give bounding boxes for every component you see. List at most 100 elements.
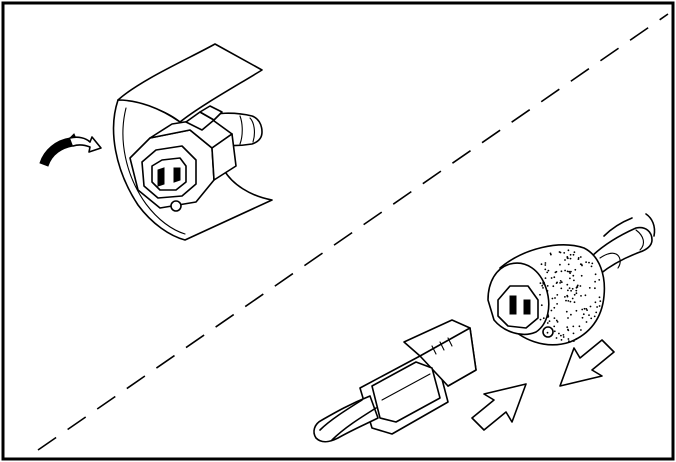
tape-dot	[541, 285, 543, 287]
tape-dot	[596, 306, 598, 308]
tape-dot	[585, 294, 587, 296]
tape-dot	[574, 294, 576, 296]
tape-dot	[560, 335, 562, 337]
tape-dot	[554, 317, 556, 319]
tape-dot	[546, 272, 548, 274]
tape-dot	[588, 262, 590, 264]
tape-dot	[549, 320, 551, 322]
tape-dot	[566, 295, 568, 297]
tape-dot	[590, 306, 592, 308]
tape-dot	[588, 314, 590, 316]
tape-dot	[595, 273, 597, 275]
tape-dot	[567, 290, 569, 292]
tape-dot	[547, 314, 549, 316]
tape-dot	[574, 269, 576, 271]
tape-dot	[576, 338, 578, 340]
tape-dot	[572, 326, 574, 328]
tape-dot	[541, 263, 543, 265]
tape-dot	[580, 256, 582, 258]
tape-dot	[567, 257, 569, 259]
tape-dot	[553, 307, 555, 309]
tape-dot	[585, 261, 587, 263]
tape-dot	[568, 340, 570, 342]
tape-dot	[594, 287, 596, 289]
tape-dot	[540, 282, 542, 284]
tape-dot	[581, 309, 583, 311]
rotation-arrow-icon	[40, 134, 101, 166]
push-arrow-left-icon	[560, 340, 614, 386]
tape-dot	[599, 305, 601, 307]
tape-dot	[586, 321, 588, 323]
wrap-step-panel	[40, 44, 272, 240]
tape-dot	[544, 264, 546, 266]
tape-dot	[543, 317, 545, 319]
tape-dot	[563, 336, 565, 338]
tape-dot	[573, 333, 575, 335]
tape-dot	[563, 334, 565, 336]
tape-dot	[574, 251, 576, 253]
tape-dot	[560, 288, 562, 290]
tape-dot	[561, 270, 563, 272]
tape-dot	[545, 262, 547, 264]
tape-dot	[560, 280, 562, 282]
tape-dot	[585, 308, 587, 310]
tape-dot	[556, 320, 558, 322]
tape-dot	[595, 312, 597, 314]
tape-dot	[572, 288, 574, 290]
push-arrow-right-icon	[472, 384, 526, 430]
tape-dot	[553, 276, 555, 278]
tape-dot	[566, 326, 568, 328]
tape-dot	[570, 301, 572, 303]
tape-dot	[581, 275, 583, 277]
tape-dot	[570, 290, 572, 292]
tape-dot	[580, 285, 582, 287]
tape-dot	[554, 330, 556, 332]
tape-dot	[564, 296, 566, 298]
tape-dot	[555, 272, 557, 274]
tape-dot	[556, 303, 558, 305]
tape-dot	[560, 252, 562, 254]
tape-dot	[547, 322, 549, 324]
tape-dot	[564, 259, 566, 261]
tape-dot	[551, 310, 553, 312]
tape-dot	[576, 292, 578, 294]
tape-dot	[540, 319, 542, 321]
tape-dot	[556, 294, 558, 296]
tape-dot	[579, 325, 581, 327]
tape-dot	[575, 290, 577, 292]
tape-dot	[545, 277, 547, 279]
tape-dot	[542, 287, 544, 289]
tape-dot	[573, 280, 575, 282]
tape-dot	[567, 317, 569, 319]
tape-dot	[577, 285, 579, 287]
tape-dot	[541, 304, 543, 306]
tape-dot	[570, 258, 572, 260]
tape-dot	[552, 298, 554, 300]
tape-dot	[578, 258, 580, 260]
tape-dot	[561, 339, 563, 341]
tape-dot	[572, 298, 574, 300]
tape-dot	[581, 265, 583, 267]
taped-female-connector	[488, 245, 604, 345]
tape-dot	[558, 333, 560, 335]
tape-dot	[594, 281, 596, 283]
tape-dot	[567, 271, 569, 273]
tape-dot	[559, 264, 561, 266]
tape-dot	[568, 264, 570, 266]
tape-dot	[544, 269, 546, 271]
tape-dot	[589, 287, 591, 289]
tape-dot	[547, 290, 549, 292]
tape-dot	[548, 270, 550, 272]
tape-dot	[564, 270, 566, 272]
tape-dot	[566, 284, 568, 286]
tape-dot	[583, 313, 585, 315]
tape-dot	[556, 282, 558, 284]
tape-dot	[580, 295, 582, 297]
tape-dot	[567, 300, 569, 302]
tape-dot	[551, 277, 553, 279]
tape-dot	[556, 337, 558, 339]
tape-dot	[574, 301, 576, 303]
figure-frame	[3, 3, 673, 459]
tape-dot	[552, 285, 554, 287]
